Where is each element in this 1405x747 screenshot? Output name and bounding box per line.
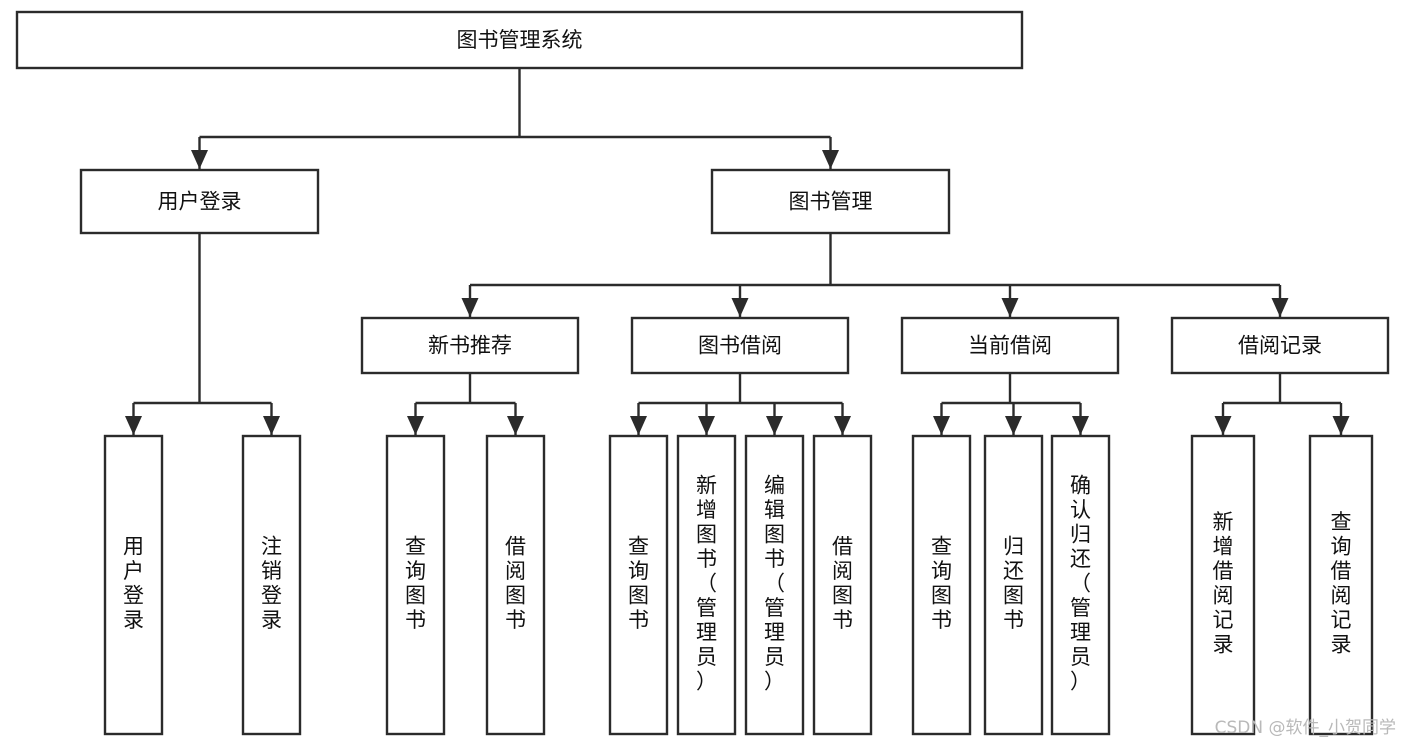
- node-label-leaf-borrow-book-rec: 借阅图书: [505, 535, 526, 633]
- node-box-leaf-edit-book[interactable]: [744, 434, 805, 736]
- node-root[interactable]: 图书管理系统: [15, 10, 1024, 70]
- node-box-leaf-user-login[interactable]: [103, 434, 164, 736]
- node-leaf-query-record[interactable]: 查询借阅记录: [1308, 434, 1374, 736]
- arrow-head-icon: [1005, 416, 1022, 435]
- node-box-book-borrow[interactable]: [630, 316, 850, 375]
- arrow-head-icon: [125, 416, 142, 435]
- node-box-user-login[interactable]: [79, 168, 320, 235]
- node-label-leaf-query-record: 查询借阅记录: [1331, 510, 1352, 657]
- arrow-head-icon: [1214, 416, 1232, 435]
- node-box-book-manage[interactable]: [710, 168, 951, 235]
- arrow-head-icon: [933, 416, 950, 435]
- node-label-leaf-return-book: 归还图书: [1003, 535, 1024, 633]
- node-user-login[interactable]: 用户登录: [79, 168, 320, 235]
- arrow-head-icon: [507, 416, 524, 435]
- node-box-leaf-confirm-return[interactable]: [1050, 434, 1111, 736]
- arrow-head-icon: [822, 150, 839, 169]
- edge-group-root: [191, 68, 839, 169]
- node-box-leaf-query-book-rec[interactable]: [385, 434, 446, 736]
- node-leaf-borrow-book-rec[interactable]: 借阅图书: [485, 434, 546, 736]
- node-label-leaf-query-book-cur: 查询图书: [931, 535, 952, 633]
- arrow-head-icon: [698, 416, 715, 435]
- node-label-borrow-record: 借阅记录: [1238, 334, 1322, 358]
- edge-group-new-book-recommend: [407, 373, 524, 435]
- connector-layer: [125, 68, 1350, 435]
- node-current-borrow[interactable]: 当前借阅: [900, 316, 1120, 375]
- node-box-current-borrow[interactable]: [900, 316, 1120, 375]
- node-box-leaf-query-book-cur[interactable]: [911, 434, 972, 736]
- node-label-leaf-user-logout: 注销登录: [261, 535, 282, 633]
- node-label-leaf-query-book-borrow: 查询图书: [628, 535, 649, 633]
- node-leaf-query-book-borrow[interactable]: 查询图书: [608, 434, 669, 736]
- edge-group-user-login: [125, 233, 280, 435]
- arrow-head-icon: [191, 150, 208, 169]
- node-leaf-edit-book[interactable]: 编辑图书（管理员）: [744, 434, 805, 736]
- arrow-head-icon: [1072, 416, 1089, 435]
- node-leaf-user-login[interactable]: 用户登录: [103, 434, 164, 736]
- node-leaf-query-book-rec[interactable]: 查询图书: [385, 434, 446, 736]
- node-label-leaf-confirm-return: 确认归还（管理员）: [1070, 473, 1091, 693]
- node-box-borrow-record[interactable]: [1170, 316, 1390, 375]
- arrow-head-icon: [766, 416, 783, 435]
- node-label-leaf-edit-book: 编辑图书（管理员）: [764, 473, 785, 693]
- watermark-label: CSDN @软件_小贺同学: [1215, 718, 1396, 738]
- node-label-book-borrow: 图书借阅: [698, 334, 782, 358]
- node-new-book-recommend[interactable]: 新书推荐: [360, 316, 580, 375]
- node-label-book-manage: 图书管理: [789, 190, 873, 214]
- edge-group-book-manage: [461, 233, 1289, 317]
- edge-group-current-borrow: [933, 373, 1089, 435]
- arrow-head-icon: [407, 416, 424, 435]
- node-label-leaf-user-login: 用户登录: [123, 535, 144, 633]
- arrow-head-icon: [630, 416, 647, 435]
- node-box-leaf-query-record[interactable]: [1308, 434, 1374, 736]
- node-book-manage[interactable]: 图书管理: [710, 168, 951, 235]
- node-borrow-record[interactable]: 借阅记录: [1170, 316, 1390, 375]
- arrow-head-icon: [1271, 298, 1289, 317]
- node-leaf-query-book-cur[interactable]: 查询图书: [911, 434, 972, 736]
- node-label-leaf-add-book: 新增图书（管理员）: [696, 473, 717, 693]
- node-book-borrow[interactable]: 图书借阅: [630, 316, 850, 375]
- node-box-leaf-add-record[interactable]: [1190, 434, 1256, 736]
- arrow-head-icon: [731, 298, 749, 317]
- arrow-head-icon: [1332, 416, 1350, 435]
- node-label-current-borrow: 当前借阅: [968, 334, 1052, 358]
- node-leaf-add-record[interactable]: 新增借阅记录: [1190, 434, 1256, 736]
- edge-group-borrow-record: [1214, 373, 1350, 435]
- arrow-head-icon: [461, 298, 479, 317]
- node-box-leaf-return-book[interactable]: [983, 434, 1044, 736]
- node-box-leaf-borrow-book[interactable]: [812, 434, 873, 736]
- node-label-leaf-query-book-rec: 查询图书: [405, 535, 426, 633]
- node-box-leaf-borrow-book-rec[interactable]: [485, 434, 546, 736]
- arrow-head-icon: [834, 416, 851, 435]
- node-label-new-book-recommend: 新书推荐: [428, 334, 512, 358]
- node-layer: 图书管理系统用户登录图书管理新书推荐图书借阅当前借阅借阅记录用户登录注销登录查询…: [15, 10, 1390, 736]
- node-leaf-confirm-return[interactable]: 确认归还（管理员）: [1050, 434, 1111, 736]
- node-leaf-borrow-book[interactable]: 借阅图书: [812, 434, 873, 736]
- node-label-root: 图书管理系统: [457, 28, 583, 52]
- arrow-head-icon: [1001, 298, 1019, 317]
- node-box-leaf-query-book-borrow[interactable]: [608, 434, 669, 736]
- node-box-leaf-add-book[interactable]: [676, 434, 737, 736]
- node-label-leaf-add-record: 新增借阅记录: [1213, 510, 1234, 657]
- arrow-head-icon: [263, 416, 280, 435]
- node-leaf-user-logout[interactable]: 注销登录: [241, 434, 302, 736]
- node-leaf-return-book[interactable]: 归还图书: [983, 434, 1044, 736]
- node-leaf-add-book[interactable]: 新增图书（管理员）: [676, 434, 737, 736]
- node-label-user-login: 用户登录: [158, 190, 242, 214]
- node-box-root[interactable]: [15, 10, 1024, 70]
- node-label-leaf-borrow-book: 借阅图书: [832, 535, 853, 633]
- node-box-new-book-recommend[interactable]: [360, 316, 580, 375]
- edge-group-book-borrow: [630, 373, 851, 435]
- node-box-leaf-user-logout[interactable]: [241, 434, 302, 736]
